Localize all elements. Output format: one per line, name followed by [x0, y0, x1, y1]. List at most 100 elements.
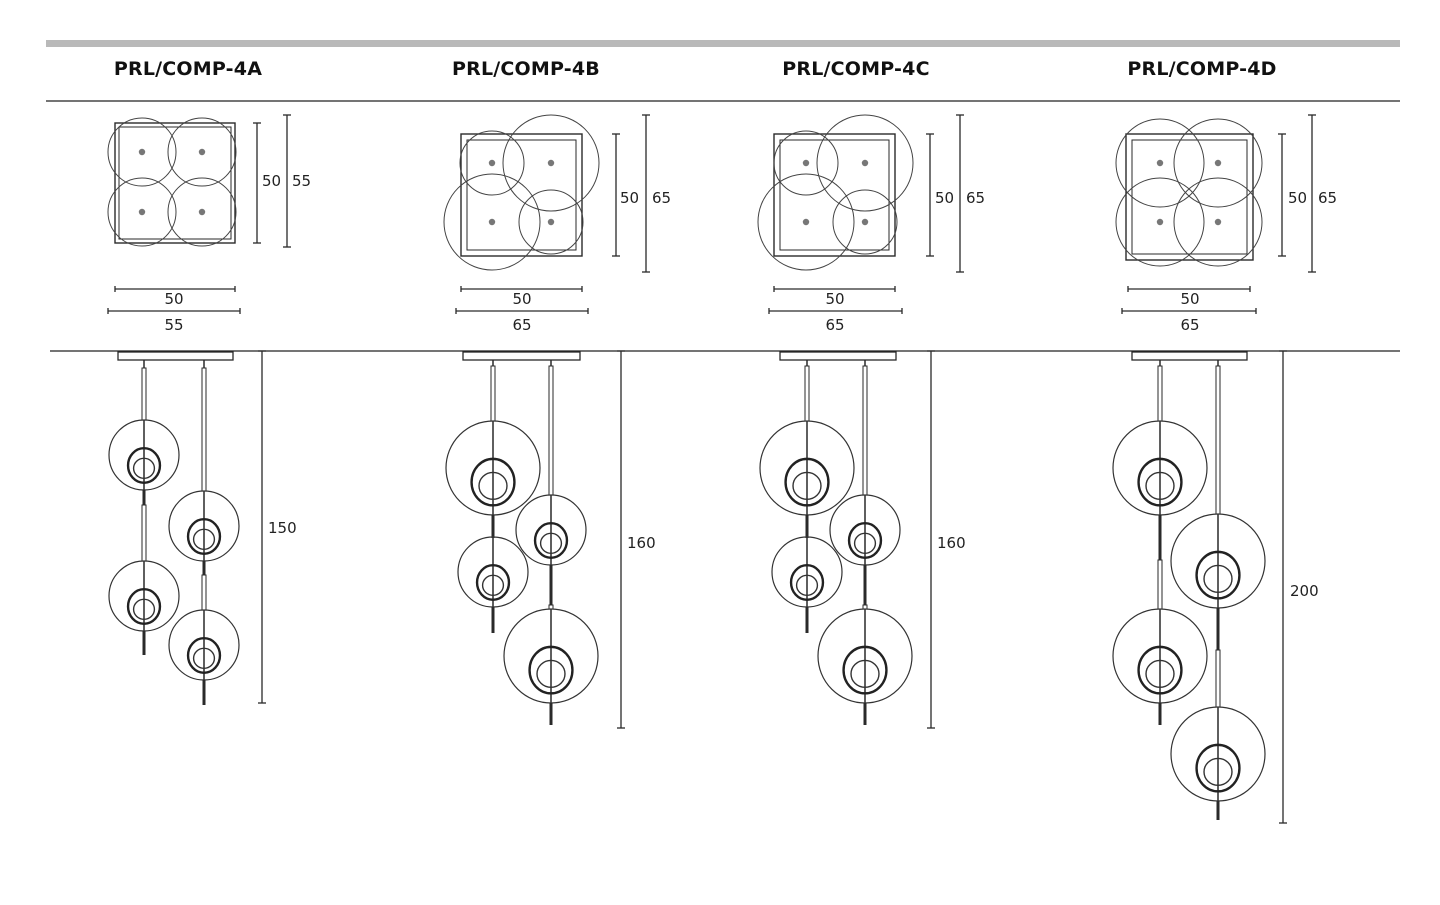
plan-depth-inner-4d: 50	[1288, 189, 1308, 207]
pendant-4a-4-bulb	[192, 647, 216, 670]
plan-sphere-4d-1	[1115, 118, 1205, 208]
plan-width-outer-4d: 65	[1180, 316, 1200, 334]
plan-mount-4c-1	[802, 159, 810, 167]
plan-canopy-inner-4a	[118, 126, 232, 240]
plan-width-outer-4b: 65	[512, 316, 532, 334]
pendant-4d-3-bulb	[1203, 564, 1233, 594]
plan-canopy-inner-4b	[466, 139, 577, 251]
pendant-4d-4-rod	[1215, 649, 1221, 708]
elevation-height-4c: 160	[937, 534, 966, 552]
plan-depth-outer-4d: 65	[1318, 189, 1338, 207]
elevation-height-4a: 150	[268, 519, 297, 537]
pendant-4a-1-shade	[126, 447, 162, 484]
pendant-4d-1-shade	[1137, 457, 1183, 507]
plan-sphere-4c-2	[816, 114, 914, 212]
plan-sphere-4b-2	[502, 114, 600, 212]
pendant-4b-1-bulb	[478, 471, 508, 501]
plan-canopy-outer-4c	[773, 133, 896, 257]
plan-canopy-outer-4b	[460, 133, 583, 257]
plan-sphere-4a-4	[167, 177, 237, 247]
pendant-4b-4-bulb	[536, 659, 566, 689]
plan-mount-4b-3	[488, 218, 496, 226]
plan-width-inner-4a: 50	[164, 290, 184, 308]
plan-mount-4c-3	[802, 218, 810, 226]
plan-mount-4a-1	[138, 148, 146, 156]
plan-mount-4b-1	[488, 159, 496, 167]
pendant-4d-1-bulb	[1145, 471, 1175, 501]
top-rule	[46, 40, 1400, 47]
plan-sphere-4b-4	[518, 189, 584, 255]
plan-sphere-4c-3	[757, 173, 855, 271]
plan-width-outer-4a: 55	[164, 316, 184, 334]
plan-width-inner-4b: 50	[512, 290, 532, 308]
model-title-4b: PRL/COMP-4B	[452, 58, 600, 80]
canopy-4d	[1131, 351, 1248, 361]
plan-mount-4d-3	[1156, 218, 1164, 226]
pendant-4a-2-shade	[126, 588, 162, 625]
pendant-4c-4-bulb	[850, 659, 880, 689]
pendant-4b-1-rod	[490, 365, 496, 422]
plan-sphere-4b-1	[459, 130, 525, 196]
plan-mount-4b-2	[547, 159, 555, 167]
plan-depth-inner-4b: 50	[620, 189, 640, 207]
pendant-4b-3-rod	[548, 365, 554, 496]
model-title-4c: PRL/COMP-4C	[782, 58, 930, 80]
plan-mount-4b-4	[547, 218, 555, 226]
plan-depth-inner-4a: 50	[262, 172, 282, 190]
pendant-4a-3-shade	[186, 518, 222, 555]
plan-sphere-4a-1	[107, 117, 177, 187]
pendant-4b-2-bulb	[481, 574, 505, 597]
pendant-4c-3-shade	[847, 522, 883, 559]
canopy-4a	[117, 351, 234, 361]
plan-depth-inner-4c: 50	[935, 189, 955, 207]
plan-mount-4c-4	[861, 218, 869, 226]
model-title-4d: PRL/COMP-4D	[1127, 58, 1277, 80]
plan-depth-outer-4c: 65	[966, 189, 986, 207]
plan-width-inner-4c: 50	[825, 290, 845, 308]
pendant-4a-3-bulb	[192, 528, 216, 551]
plan-sphere-4d-4	[1173, 177, 1263, 267]
plan-sphere-4d-2	[1173, 118, 1263, 208]
pendant-4c-1-rod	[804, 365, 810, 422]
pendant-4a-2-rod	[141, 504, 147, 562]
canopy-4c	[779, 351, 897, 361]
plan-sphere-4c-1	[773, 130, 839, 196]
plan-mount-4a-4	[198, 208, 206, 216]
pendant-4c-2-bulb	[795, 574, 819, 597]
pendant-4a-4-shade	[186, 637, 222, 674]
pendant-4c-1-bulb	[792, 471, 822, 501]
plan-mount-4a-2	[198, 148, 206, 156]
pendant-4d-4-shade	[1195, 743, 1241, 793]
plan-depth-outer-4a: 55	[292, 172, 312, 190]
plan-canopy-outer-4d	[1125, 133, 1254, 261]
pendant-4c-1-shade	[784, 457, 830, 507]
pendant-4a-1-bulb	[132, 457, 156, 480]
pendant-4c-3-bulb	[853, 532, 877, 555]
pendant-4b-1-shade	[470, 457, 516, 507]
pendant-4d-4-bulb	[1203, 757, 1233, 787]
pendant-4b-4-shade	[528, 645, 574, 695]
plan-depth-outer-4b: 65	[652, 189, 672, 207]
plan-mount-4d-1	[1156, 159, 1164, 167]
model-title-4a: PRL/COMP-4A	[113, 58, 263, 80]
pendant-4d-2-rod	[1157, 559, 1163, 610]
pendant-4a-3-rod	[201, 367, 207, 492]
pendant-4b-2-shade	[475, 564, 511, 601]
canopy-4b	[462, 351, 581, 361]
pendant-4d-3-rod	[1215, 365, 1221, 515]
plan-canopy-outer-4a	[114, 122, 236, 244]
pendant-4d-3-shade	[1195, 550, 1241, 600]
plan-sphere-4a-2	[167, 117, 237, 187]
plan-mount-4a-3	[138, 208, 146, 216]
pendant-4c-2-shade	[789, 564, 825, 601]
pendant-4d-1-rod	[1157, 365, 1163, 422]
pendant-4d-2-shade	[1137, 645, 1183, 695]
pendant-4a-4-rod	[201, 574, 207, 611]
plan-sphere-4c-4	[832, 189, 898, 255]
pendant-4b-3-shade	[533, 522, 569, 559]
plan-sphere-4d-3	[1115, 177, 1205, 267]
plan-sphere-4b-3	[443, 173, 541, 271]
plan-canopy-inner-4c	[779, 139, 890, 251]
plan-width-outer-4c: 65	[825, 316, 845, 334]
